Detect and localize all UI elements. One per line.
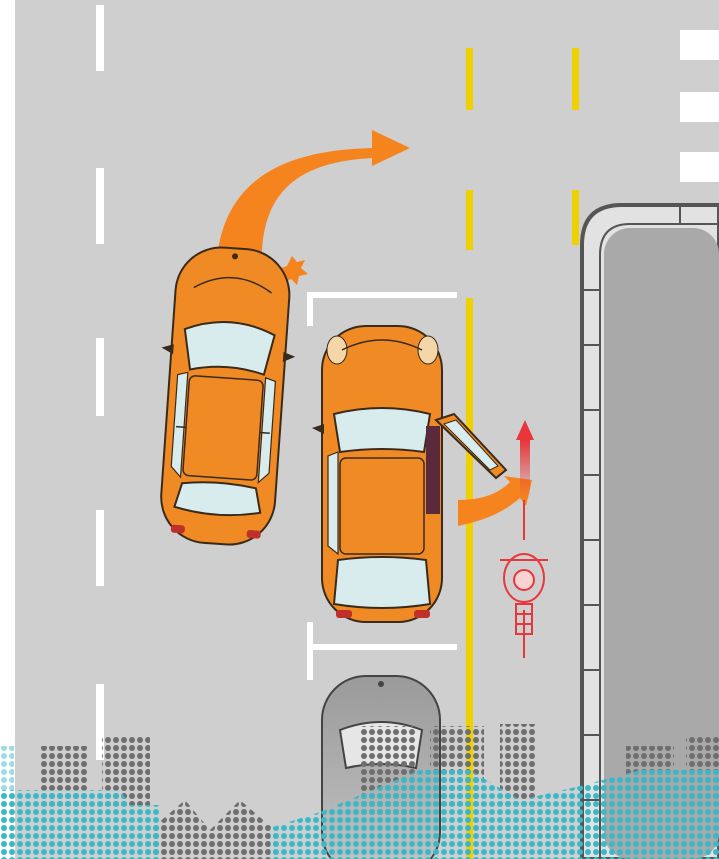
crosswalk	[680, 30, 719, 182]
left-border	[0, 0, 15, 859]
